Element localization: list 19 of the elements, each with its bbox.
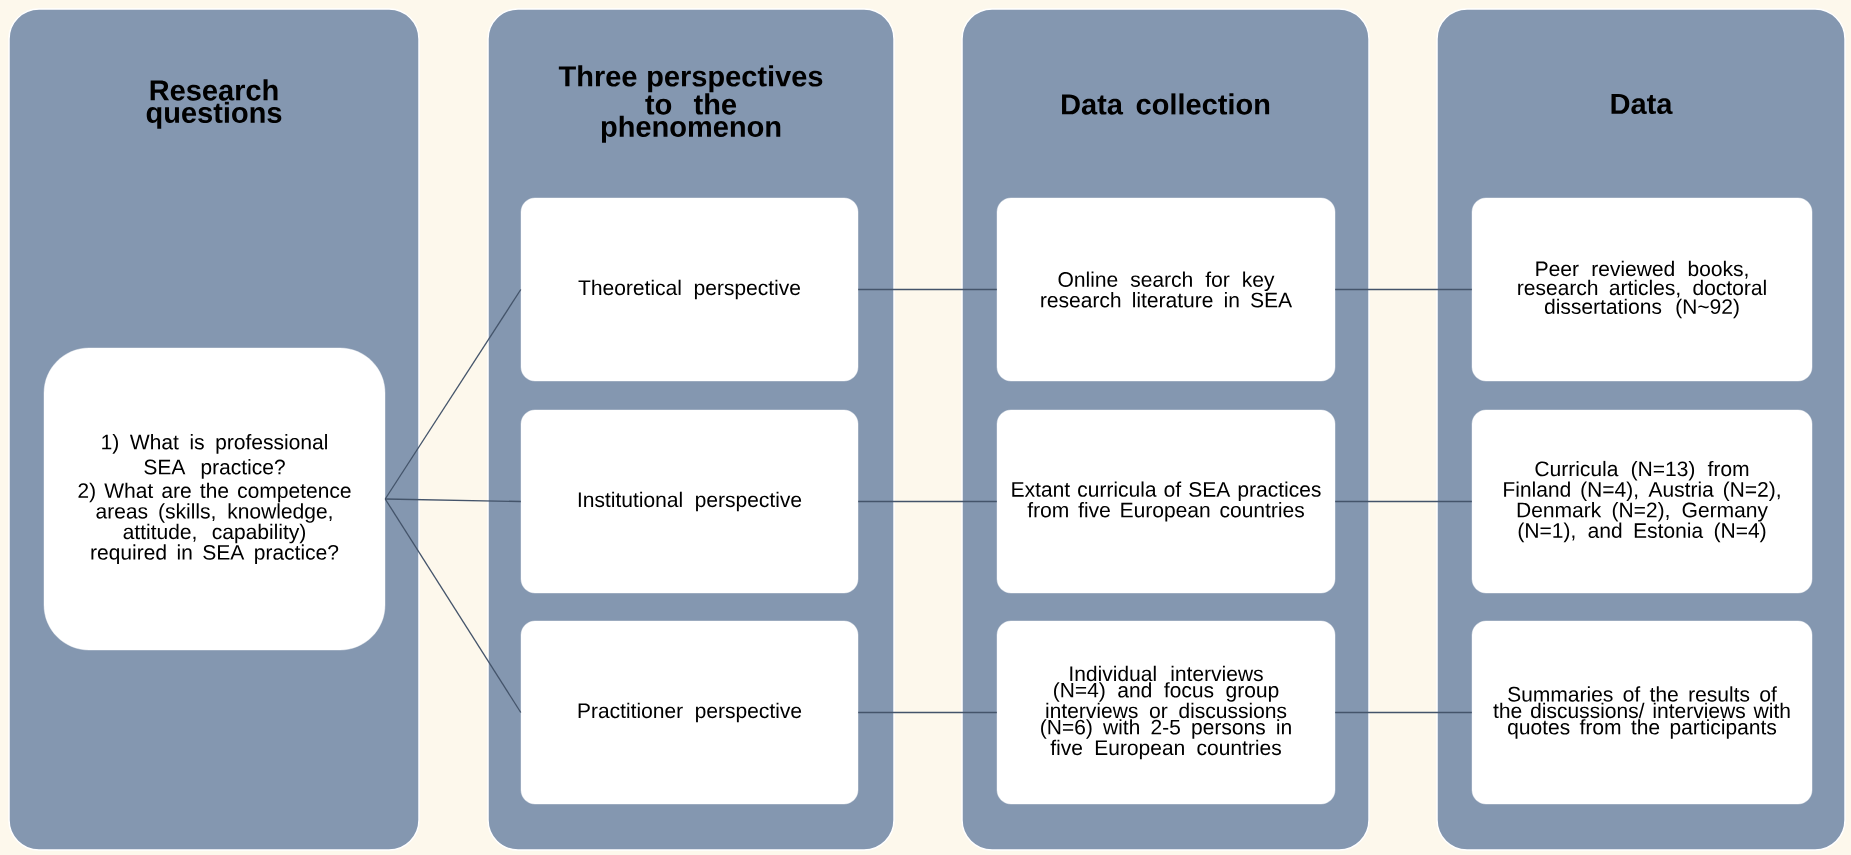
connector-line (1334, 500, 1473, 503)
text-box: Summaries of the results of the discussions/ interviews with quotes from the participants (1471, 620, 1813, 805)
text-box: Extant curricula of SEA practices from five European countries (996, 409, 1336, 594)
text-box: Institutional perspective (520, 409, 859, 594)
text-box: Practitioner perspective (520, 620, 859, 805)
text-box: Peer reviewed books, research articles, doctoral dissertations (N~92) (1471, 197, 1813, 382)
connector-line (384, 288, 522, 500)
connector-line (857, 288, 998, 291)
connector-line (1334, 711, 1473, 714)
connector-line (857, 711, 998, 714)
connector-line (384, 498, 522, 714)
text-box: Online search for key research literature in SEA (996, 197, 1336, 382)
connector-line (384, 498, 522, 503)
text-box: Individual interviews (N=4) and focus group interviews or discussions (N=6) with 2-5 persons in five European countries (996, 620, 1336, 805)
connector-line (857, 500, 998, 503)
question-box: 1) What is professional SEA practice? 2) What are the competence areas (skills, knowledge, attitude, capability) required in SEA practice? (43, 347, 386, 651)
text-box: Curricula (N=13) from Finland (N=4), Austria (N=2), Denmark (N=2), Germany (N=1), and Estonia (N=4) (1471, 409, 1813, 594)
text-box: Theoretical perspective (520, 197, 859, 382)
connector-line (1334, 288, 1473, 291)
